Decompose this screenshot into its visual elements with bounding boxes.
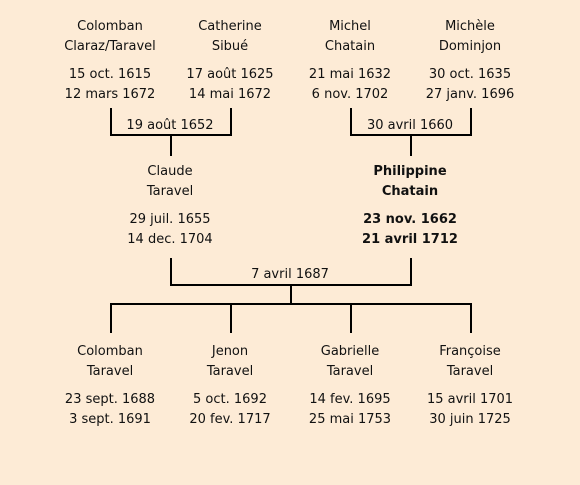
person-death-date: 6 nov. 1702: [311, 87, 389, 102]
person-death-date: 20 fev. 1717: [189, 412, 271, 427]
person-last-name: Taravel: [86, 364, 134, 379]
person-death-date: 21 avril 1712: [362, 232, 458, 247]
connector-line: [110, 303, 112, 333]
person-father: Claude Taravel 29 juil. 1655 14 dec. 170…: [110, 162, 230, 250]
marriage-date-label: 19 août 1652: [126, 118, 214, 133]
marriage-date-label: 30 avril 1660: [366, 118, 454, 133]
person-last-name: Dominjon: [438, 39, 502, 54]
person-last-name: Taravel: [446, 364, 494, 379]
person-first-name: Michel: [329, 19, 371, 34]
person-death-date: 30 juin 1725: [429, 412, 511, 427]
person-last-name: Taravel: [146, 184, 194, 199]
person-child: Colomban Taravel 23 sept. 1688 3 sept. 1…: [50, 342, 170, 430]
person-death-date: 3 sept. 1691: [69, 412, 151, 427]
person-first-name: Jenon: [211, 344, 249, 359]
person-birth-date: 23 nov. 1662: [363, 212, 457, 227]
person-grandfather-maternal: Michel Chatain 21 mai 1632 6 nov. 1702: [290, 17, 410, 105]
person-first-name: Claude: [147, 164, 193, 179]
person-first-name: Colomban: [77, 19, 143, 34]
person-death-date: 14 mai 1672: [188, 87, 272, 102]
person-last-name: Taravel: [206, 364, 254, 379]
connector-line: [230, 108, 232, 136]
person-birth-date: 5 oct. 1692: [193, 392, 267, 407]
person-death-date: 12 mars 1672: [64, 87, 156, 102]
person-birth-date: 15 oct. 1615: [68, 67, 152, 82]
marriage-date-label: 7 avril 1687: [251, 267, 329, 282]
connector-line: [350, 108, 352, 136]
connector-line: [110, 303, 472, 305]
connector-line: [410, 134, 412, 156]
person-death-date: 25 mai 1753: [308, 412, 392, 427]
person-death-date: 27 janv. 1696: [425, 87, 515, 102]
connector-line: [110, 108, 112, 136]
person-death-date: 14 dec. 1704: [127, 232, 213, 247]
connector-line: [170, 134, 172, 156]
person-grandmother-paternal: Catherine Sibué 17 août 1625 14 mai 1672: [170, 17, 290, 105]
connector-line: [350, 303, 352, 333]
person-last-name: Sibué: [211, 39, 249, 54]
person-birth-date: 29 juil. 1655: [129, 212, 211, 227]
person-mother-highlighted: Philippine Chatain 23 nov. 1662 21 avril…: [350, 162, 470, 250]
person-first-name: Michèle: [445, 19, 495, 34]
person-child: Gabrielle Taravel 14 fev. 1695 25 mai 17…: [290, 342, 410, 430]
person-first-name: Catherine: [198, 19, 262, 34]
person-birth-date: 21 mai 1632: [308, 67, 392, 82]
person-birth-date: 17 août 1625: [186, 67, 274, 82]
person-first-name: Françoise: [439, 344, 501, 359]
person-grandfather-paternal: Colomban Claraz/Taravel 15 oct. 1615 12 …: [50, 17, 170, 105]
person-last-name: Claraz/Taravel: [64, 39, 156, 54]
person-birth-date: 14 fev. 1695: [309, 392, 391, 407]
person-child: Jenon Taravel 5 oct. 1692 20 fev. 1717: [170, 342, 290, 430]
person-first-name: Gabrielle: [320, 344, 380, 359]
person-first-name: Philippine: [373, 164, 447, 179]
connector-line: [230, 303, 232, 333]
person-child: Françoise Taravel 15 avril 1701 30 juin …: [410, 342, 530, 430]
person-last-name: Chatain: [324, 39, 376, 54]
person-birth-date: 23 sept. 1688: [64, 392, 156, 407]
person-birth-date: 15 avril 1701: [426, 392, 514, 407]
person-grandmother-maternal: Michèle Dominjon 30 oct. 1635 27 janv. 1…: [410, 17, 530, 105]
person-birth-date: 30 oct. 1635: [428, 67, 512, 82]
connector-line: [470, 108, 472, 136]
connector-line: [170, 258, 172, 286]
connector-line: [290, 284, 292, 304]
person-last-name: Chatain: [381, 184, 439, 199]
person-first-name: Colomban: [77, 344, 143, 359]
person-last-name: Taravel: [326, 364, 374, 379]
connector-line: [410, 258, 412, 286]
connector-line: [470, 303, 472, 333]
